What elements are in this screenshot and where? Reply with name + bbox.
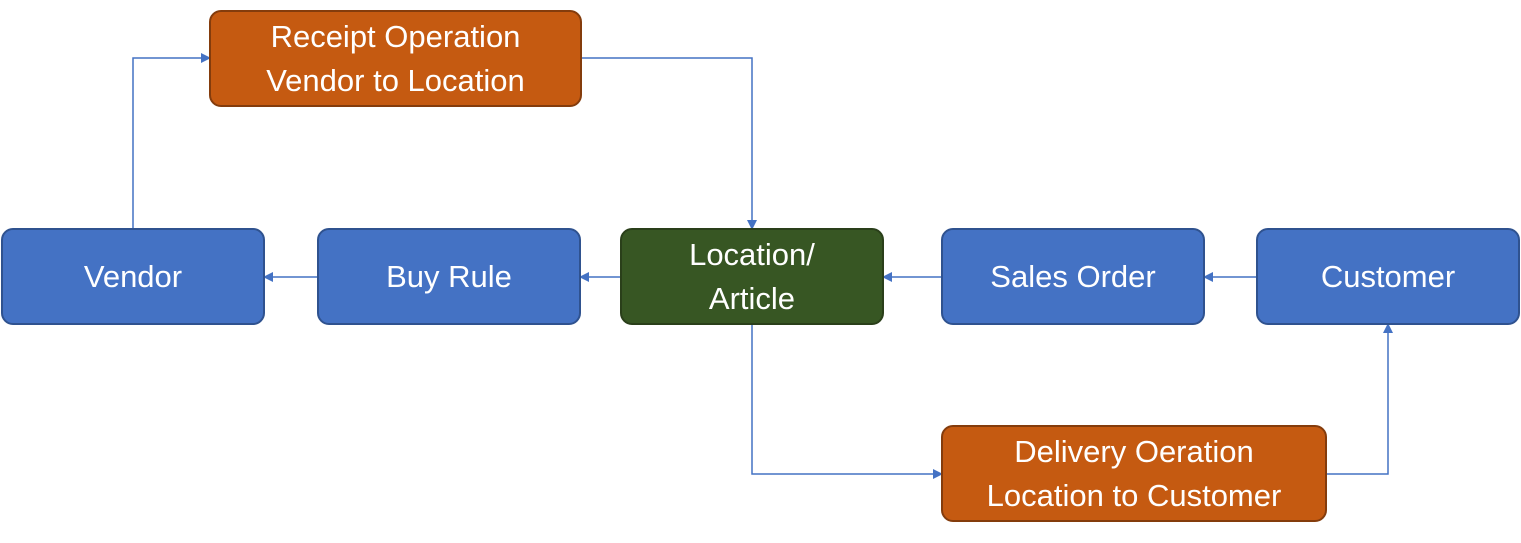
- sales-order-node: Sales Order: [941, 228, 1205, 325]
- receipt-operation-line2: Vendor to Location: [266, 62, 525, 98]
- buy-rule-label: Buy Rule: [386, 258, 512, 294]
- location-article-node: Location/ Article: [620, 228, 884, 325]
- location-article-line2: Article: [708, 280, 796, 316]
- connector-location-to-delivery: [751, 325, 943, 479]
- sales-order-label: Sales Order: [990, 258, 1156, 294]
- delivery-operation-node: Delivery Oeration Location to Customer: [941, 425, 1327, 522]
- customer-label: Customer: [1320, 258, 1456, 294]
- vendor-node: Vendor: [1, 228, 265, 325]
- delivery-operation-line2: Location to Customer: [986, 477, 1282, 513]
- connector-vendor-to-receipt: [132, 53, 211, 228]
- vendor-label: Vendor: [83, 258, 183, 294]
- connector-delivery-to-customer: [1327, 323, 1393, 475]
- receipt-operation-node: Receipt Operation Vendor to Location: [209, 10, 582, 107]
- receipt-operation-line1: Receipt Operation: [270, 18, 521, 54]
- customer-node: Customer: [1256, 228, 1520, 325]
- connector-receipt-to-location: [582, 57, 757, 230]
- delivery-operation-line1: Delivery Oeration: [1014, 433, 1254, 469]
- buy-rule-node: Buy Rule: [317, 228, 581, 325]
- location-article-line1: Location/: [689, 236, 815, 272]
